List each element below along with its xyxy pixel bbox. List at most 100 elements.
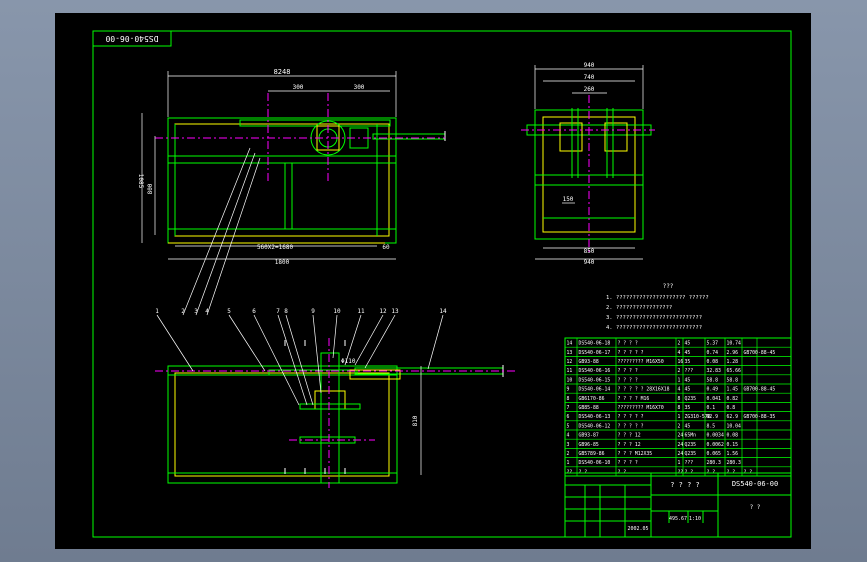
bom-cell: GB93-87: [579, 433, 599, 439]
bom-cell: 45: [685, 350, 691, 356]
side-dim-bottom-inner: 850: [584, 248, 595, 255]
bom-cell: ??: [678, 469, 684, 475]
bom-cell: ? ?: [727, 469, 736, 475]
bom-cell: 0.74: [707, 350, 719, 356]
bom-cell: GB700-88-35: [744, 414, 776, 420]
bom-cell: 0.0034: [707, 433, 724, 439]
bom-cell: 1: [678, 460, 681, 466]
bom-cell: ? ? ? ? ? 28X16X18: [618, 387, 670, 393]
bom-cell: Q235: [685, 396, 697, 402]
bom-cell: Q235: [685, 442, 697, 448]
callout-number: 9: [311, 308, 315, 315]
callout-number: 14: [439, 308, 447, 315]
front-dim-small-right: 60: [382, 244, 390, 251]
side-dim-top-inner: 260: [584, 86, 595, 93]
bom-cell: 280.3: [707, 460, 722, 466]
bom-cell: 1.45: [727, 387, 739, 393]
bom-cell: 2: [678, 368, 681, 374]
bom-cell: 9: [567, 387, 570, 393]
bom-cell: ? ?: [618, 469, 627, 475]
bom-cell: 7: [567, 405, 570, 411]
notes-line: 1. ????????????????????? ??????: [606, 295, 709, 301]
bom-cell: 1: [567, 460, 570, 466]
bom-cell: ? ?: [579, 469, 588, 475]
bom-cell: 45: [685, 377, 691, 383]
title-block: [564, 472, 792, 538]
notes-heading: ???: [663, 283, 674, 290]
callout-number: 3: [194, 308, 198, 315]
title-box: DS540-06-00: [92, 30, 172, 47]
bom-cell: DS540-06-13: [579, 414, 611, 420]
bom-cell: 5.37: [707, 341, 719, 347]
bom-cell: 16: [678, 359, 684, 365]
front-dim-height-outer: 1085: [137, 174, 144, 189]
bom-cell: 5: [567, 423, 570, 429]
bom-cell: 8.5: [707, 423, 716, 429]
bom-cell: ? ?: [685, 469, 694, 475]
bom-cell: DS540-06-12: [579, 423, 611, 429]
front-dim-left-offset: 300: [293, 84, 304, 91]
bom-cell: ? ? ? ?: [618, 368, 638, 374]
notes-line: 2. ?????????????????: [606, 305, 672, 311]
bom-frame: [564, 337, 792, 477]
bom-cell: ? ? ? ? ?: [618, 350, 644, 356]
scale-value: 1:10: [689, 516, 701, 522]
bom-cell: 2: [678, 423, 681, 429]
bom-cell: GB85-88: [579, 405, 599, 411]
bom-cell: GB700-88-45: [744, 387, 776, 393]
bom-cell: ? ? ? ? ?: [618, 423, 644, 429]
bom-cell: 32.83: [707, 368, 722, 374]
bom-cell: 10.74: [727, 341, 742, 347]
bom-cell: ? ? ? ? M16: [618, 396, 650, 402]
bom-cell: 24: [678, 433, 684, 439]
bom-cell: 62.9: [727, 414, 739, 420]
bom-cell: ? ? ? ?: [618, 377, 638, 383]
bom-cell: 35: [685, 405, 691, 411]
plan-dim-shaft: Φ110: [341, 358, 356, 365]
bom-cell: 65.66: [727, 368, 742, 374]
front-dim-right-offset: 300: [354, 84, 365, 91]
date: 2002.05: [627, 526, 648, 532]
bom-cell: 4: [678, 387, 681, 393]
scale-value: 495.67: [669, 516, 687, 522]
bom-cell: 11: [567, 368, 573, 374]
bom-cell: ? ? ? ?: [618, 341, 638, 347]
bom-cell: ???: [685, 368, 694, 374]
part-name: ? ? ? ?: [670, 481, 700, 489]
bom-cell: ? ? ? ?: [618, 460, 638, 466]
front-dim-total-width: 8248: [274, 68, 291, 76]
front-dim-bottom-outer: 1800: [275, 259, 290, 266]
cad-drawing: DS540-06-00: [92, 30, 792, 538]
bom-cell: 2.96: [727, 350, 739, 356]
callout-number: 8: [284, 308, 288, 315]
callout-number: 13: [391, 308, 399, 315]
front-dim-bottom-inner: 560X2=1680: [257, 244, 294, 251]
bom-cell: ???: [685, 460, 694, 466]
mass-label: ? ?: [750, 504, 761, 511]
notes-line: 3. ??????????????????????????: [606, 315, 702, 321]
bom-cell: ????????? M16X50: [618, 359, 664, 365]
bom-cell: 45: [685, 341, 691, 347]
side-dim-top-mid: 740: [584, 74, 595, 81]
bom-cell: 0.49: [707, 387, 719, 393]
plan-view: [155, 338, 515, 488]
bom-cell: ??: [567, 469, 573, 475]
bom-cell: 45: [685, 387, 691, 393]
bom-cell: 10.04: [727, 423, 742, 429]
bom-cell: ? ? ? M12X35: [618, 451, 653, 457]
callout-number: 12: [379, 308, 387, 315]
bom-cell: 8: [678, 405, 681, 411]
bom-cell: DS540-06-10: [579, 460, 611, 466]
bom-cell: 65Mn: [685, 433, 697, 439]
bom-cell: GB700-88-45: [744, 350, 776, 356]
bom-cell: 24: [678, 451, 684, 457]
bom-cell: ????????? M16X70: [618, 405, 664, 411]
bom-cell: ? ? ? 12: [618, 442, 641, 448]
bom-cell: 1.56: [727, 451, 739, 457]
bom-cell: 24: [678, 442, 684, 448]
callout-number: 11: [357, 308, 365, 315]
bom-cell: ZG310-570: [685, 414, 711, 420]
bom-cell: 0.08: [707, 359, 719, 365]
bom-cell: ? ? ? ? ?: [618, 414, 644, 420]
callout-leaders: [156, 147, 444, 406]
